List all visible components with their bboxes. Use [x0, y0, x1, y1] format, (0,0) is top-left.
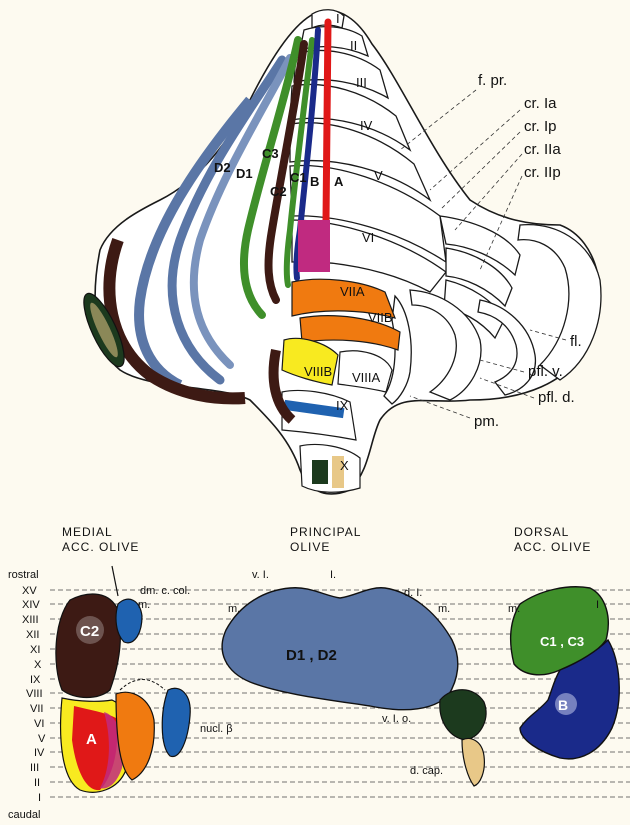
principal-title-1: PRINCIPAL [290, 525, 361, 539]
dorsal-acc-olive: DORSAL ACC. OLIVE C1 , C3 B m. I [508, 525, 619, 759]
dorsal-label-B: B [558, 697, 568, 713]
label-pfl-d: pfl. d. [538, 389, 575, 406]
zone-label-C1: C1 [290, 170, 307, 185]
zone-label-D1: D1 [236, 166, 253, 181]
level-label: XI [30, 644, 40, 656]
lobule-label: VIIB [368, 310, 393, 325]
lobule-label: VIIIB [304, 364, 332, 379]
lobule-label: X [340, 458, 349, 473]
principal-label-dI: d. I. [404, 587, 422, 599]
label-cr-IIa: cr. IIa [524, 141, 561, 158]
lobule-label: I [336, 11, 340, 26]
principal-D1-D2-region [222, 588, 458, 710]
medial-title-2: ACC. OLIVE [62, 540, 139, 554]
dorsal-label-I: I [596, 599, 599, 611]
axis-caudal: caudal [8, 809, 40, 821]
lobule-VI-magenta [298, 220, 330, 272]
level-label: VII [30, 703, 43, 715]
lobule-X-green [312, 460, 328, 484]
level-axis: rostral caudal XV XIV XIII XII XI X IX V… [8, 569, 46, 821]
cerebellum-figure: I II III IV V VI VIIA VIIB VIIIB VIIIA I… [76, 10, 601, 494]
dorsal-title-2: ACC. OLIVE [514, 540, 591, 554]
axis-rostral: rostral [8, 569, 39, 581]
zone-label-A: A [334, 174, 344, 189]
lobule-label: VIIA [340, 284, 365, 299]
lobule-label: III [356, 75, 367, 90]
olives-figure: rostral caudal XV XIV XIII XII XI X IX V… [8, 525, 630, 821]
level-label: II [34, 777, 40, 789]
medial-label-dmccol: dm. c. col. [140, 585, 190, 597]
zone-label-C3: C3 [262, 146, 279, 161]
principal-label-vI: v. I. [252, 569, 269, 581]
lobule-label: V [374, 168, 383, 183]
zone-label-B: B [310, 174, 319, 189]
level-label: XIII [22, 614, 39, 626]
lobule-label: IV [360, 118, 373, 133]
medial-label-C2: C2 [80, 623, 99, 640]
level-label: VIII [26, 688, 43, 700]
level-label: XIV [22, 599, 40, 611]
zone-label-C2: C2 [270, 184, 287, 199]
level-label: X [34, 659, 42, 671]
level-label: III [30, 762, 39, 774]
zone-A-stripe [326, 22, 328, 220]
principal-title-2: OLIVE [290, 540, 330, 554]
principal-label-D1D2: D1 , D2 [286, 647, 337, 664]
level-label: IX [30, 674, 41, 686]
medial-title-1: MEDIAL [62, 525, 113, 539]
dorsal-label-m: m. [508, 603, 520, 615]
principal-label-vIo: v. I. o. [382, 713, 411, 725]
dorsal-label-C1C3: C1 , C3 [540, 634, 584, 649]
label-cr-Ia: cr. Ia [524, 95, 557, 112]
principal-dcap-sand [462, 739, 484, 786]
lobule-label: VI [362, 230, 374, 245]
zone-label-D2: D2 [214, 160, 231, 175]
label-f-pr: f. pr. [478, 72, 507, 89]
principal-label-m-right: m. [438, 603, 450, 615]
level-label: I [38, 792, 41, 804]
principal-label-m-left: m. [228, 603, 240, 615]
level-label: XII [26, 629, 39, 641]
lobule-label: IX [336, 398, 349, 413]
principal-label-I: I. [330, 569, 336, 581]
medial-label-A: A [86, 731, 97, 748]
dorsal-title-1: DORSAL [514, 525, 569, 539]
principal-vlo-green [440, 690, 486, 740]
lobule-X [300, 445, 360, 493]
lobule-label: II [350, 38, 357, 53]
principal-label-dcap: d. cap. [410, 765, 443, 777]
level-label: VI [34, 718, 44, 730]
medial-label-m: m. [138, 599, 150, 611]
level-label: IV [34, 747, 45, 759]
label-pfl-v: pfl. v. [528, 363, 563, 380]
label-pm: pm. [474, 413, 499, 430]
level-label: V [38, 733, 46, 745]
medial-C2-region [56, 594, 121, 697]
label-cr-IIp: cr. IIp [524, 164, 561, 181]
medial-label-nucl-beta: nucl. β [200, 723, 233, 735]
principal-olive: PRINCIPAL OLIVE D1 , D2 v. I. I. d. I. m… [222, 525, 486, 786]
level-label: XV [22, 585, 37, 597]
label-fl: fl. [570, 333, 582, 350]
lobule-label: VIIIA [352, 370, 381, 385]
label-cr-Ip: cr. Ip [524, 118, 557, 135]
medial-nucl-beta-blue [162, 688, 190, 756]
